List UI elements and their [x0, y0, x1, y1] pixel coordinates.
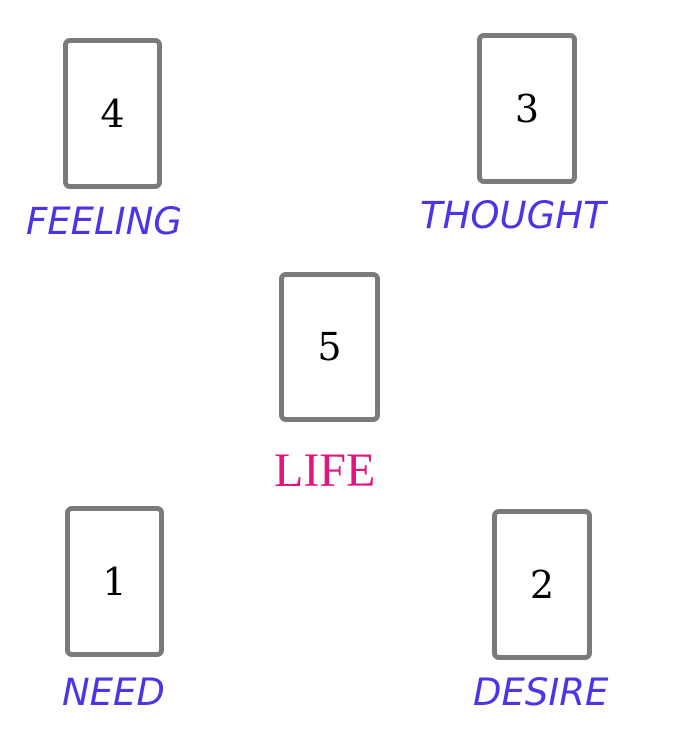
card-number: 5: [317, 325, 342, 369]
card-number: 4: [100, 91, 125, 136]
label-feeling: FEELING: [26, 200, 182, 243]
card-3-thought: 3: [477, 33, 577, 184]
card-2-desire: 2: [492, 509, 592, 660]
label-life: LIFE: [274, 444, 376, 497]
card-1-need: 1: [65, 506, 164, 657]
card-5-life: 5: [279, 272, 380, 422]
label-desire: DESIRE: [473, 671, 609, 714]
card-number: 1: [102, 559, 127, 604]
card-number: 3: [514, 86, 540, 131]
label-need: NEED: [62, 671, 165, 714]
card-number: 2: [529, 562, 555, 607]
label-thought: THOUGHT: [420, 194, 606, 237]
card-4-feeling: 4: [63, 38, 162, 189]
